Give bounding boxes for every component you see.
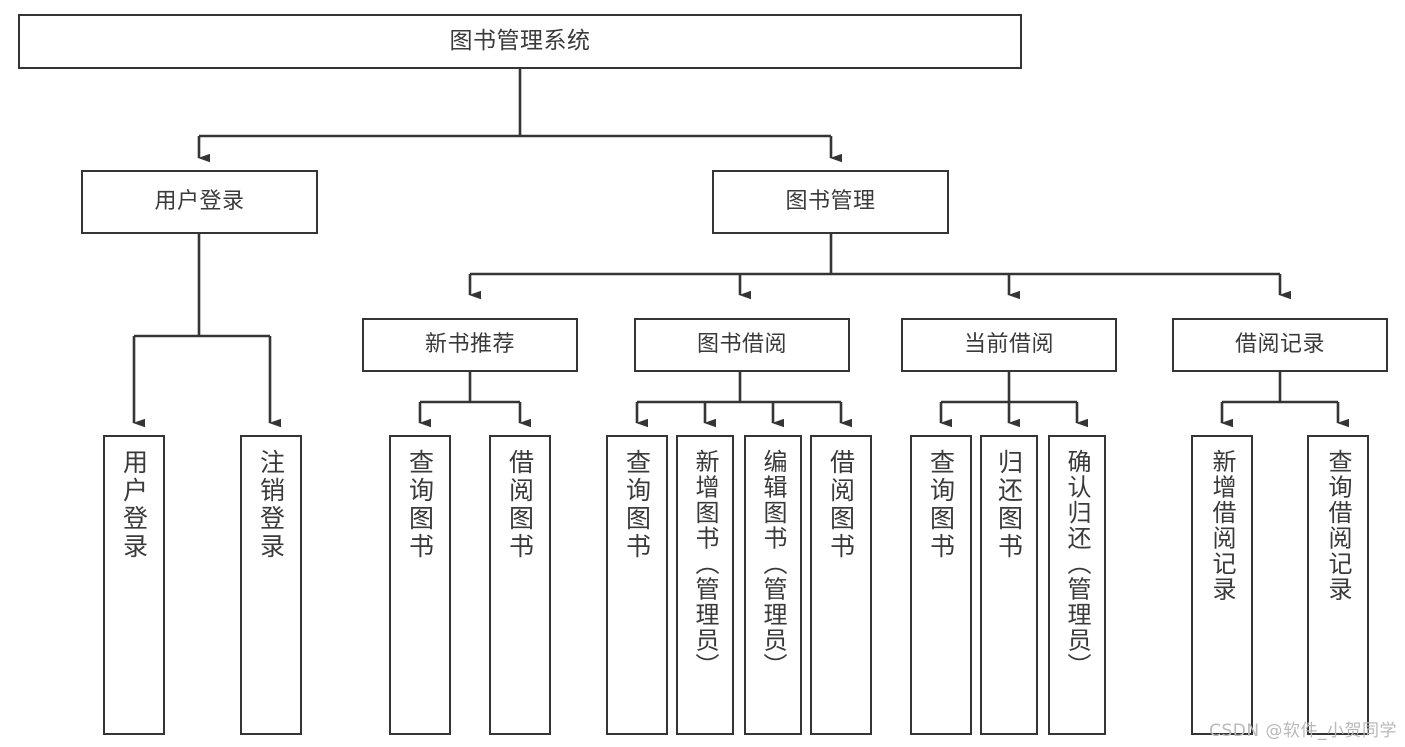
leaf-query-book-borrow[interactable]: 查询图书: [606, 435, 668, 735]
node-new-book-recommend[interactable]: 新书推荐: [362, 318, 578, 372]
node-label: 注销登录: [256, 449, 286, 561]
node-label: 借阅记录: [1234, 332, 1325, 358]
leaf-edit-book-admin[interactable]: 编辑图书（管理员）: [744, 435, 802, 735]
node-current-borrow[interactable]: 当前借阅: [901, 318, 1117, 372]
node-user-login[interactable]: 用户登录: [81, 170, 318, 234]
leaf-query-borrow-record[interactable]: 查询借阅记录: [1307, 435, 1369, 735]
leaf-confirm-return-admin[interactable]: 确认归还（管理员）: [1048, 435, 1106, 735]
node-label: 查询图书: [405, 449, 435, 561]
node-label: 新书推荐: [424, 332, 515, 358]
node-label: 归还图书: [994, 449, 1024, 561]
leaf-return-book[interactable]: 归还图书: [980, 435, 1038, 735]
watermark-text: CSDN @软件_小贺同学: [1209, 721, 1397, 741]
node-borrow-record[interactable]: 借阅记录: [1172, 318, 1388, 372]
node-book-management[interactable]: 图书管理: [712, 170, 949, 234]
leaf-user-logout[interactable]: 注销登录: [240, 435, 302, 735]
node-label: 查询图书: [622, 449, 652, 561]
node-label: 图书管理: [785, 189, 876, 215]
node-label: 图书管理系统: [449, 28, 591, 55]
node-label: 查询图书: [926, 449, 956, 561]
leaf-add-book-admin[interactable]: 新增图书（管理员）: [676, 435, 734, 735]
leaf-borrow-book[interactable]: 借阅图书: [810, 435, 872, 735]
leaf-borrow-book-recommend[interactable]: 借阅图书: [489, 435, 551, 735]
node-root-system[interactable]: 图书管理系统: [18, 14, 1022, 69]
node-label: 编辑图书（管理员）: [759, 449, 787, 679]
node-label: 图书借阅: [696, 332, 787, 358]
node-label: 新增图书（管理员）: [691, 449, 719, 679]
node-label: 查询借阅记录: [1324, 449, 1352, 602]
node-label: 借阅图书: [505, 449, 535, 561]
node-book-borrow[interactable]: 图书借阅: [634, 318, 850, 372]
node-label: 确认归还（管理员）: [1063, 449, 1091, 679]
node-label: 用户登录: [154, 189, 245, 215]
leaf-user-login[interactable]: 用户登录: [103, 435, 165, 735]
leaf-query-book-recommend[interactable]: 查询图书: [389, 435, 451, 735]
leaf-add-borrow-record[interactable]: 新增借阅记录: [1191, 435, 1253, 735]
node-label: 借阅图书: [826, 449, 856, 561]
node-label: 用户登录: [119, 449, 149, 561]
leaf-query-book-current[interactable]: 查询图书: [910, 435, 972, 735]
node-label: 新增借阅记录: [1208, 449, 1236, 602]
node-label: 当前借阅: [963, 332, 1054, 358]
